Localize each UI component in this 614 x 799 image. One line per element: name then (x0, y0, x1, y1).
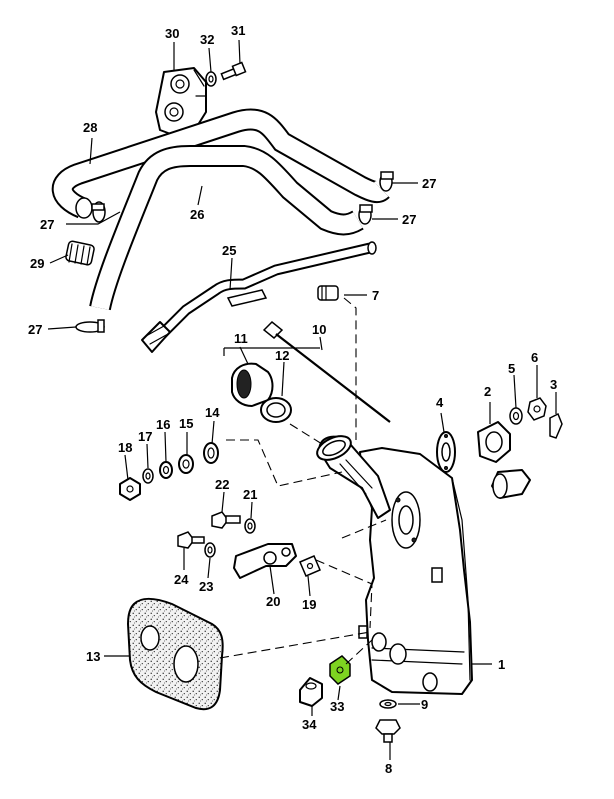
callout-31: 31 (231, 23, 245, 38)
part-4-gasket (436, 431, 456, 473)
callout-20: 20 (266, 594, 280, 609)
part-1-filler-neck (316, 435, 391, 519)
callout-12: 12 (275, 348, 289, 363)
part-34-fitting (299, 677, 323, 707)
callout-8: 8 (385, 761, 392, 776)
part-20-bracket (233, 543, 297, 579)
callout-27: 27 (402, 212, 416, 227)
callout-28: 28 (83, 120, 97, 135)
part-17-washer (142, 468, 154, 484)
callout-16: 16 (156, 417, 170, 432)
callout-9: 9 (421, 697, 428, 712)
callout-5: 5 (508, 361, 515, 376)
callout-11: 11 (234, 331, 248, 346)
callout-labels: 30 32 31 28 27 27 27 26 29 27 25 7 10 11… (28, 23, 557, 776)
callout-27: 27 (28, 322, 42, 337)
callout-27: 27 (422, 176, 436, 191)
part-26-hose (89, 145, 364, 311)
callout-29: 29 (30, 256, 44, 271)
callout-25: 25 (222, 243, 236, 258)
callout-24: 24 (174, 572, 189, 587)
part-16-washer (159, 461, 173, 479)
callout-17: 17 (138, 429, 152, 444)
callout-30: 30 (165, 26, 179, 41)
part-27-clamp (358, 204, 373, 225)
part-24-bolt (177, 531, 205, 549)
callout-34: 34 (302, 717, 317, 732)
part-9-washer (379, 699, 397, 709)
callout-15: 15 (179, 416, 193, 431)
callout-14: 14 (205, 405, 220, 420)
part-28-hose (51, 108, 390, 219)
part-3-fitting (549, 412, 563, 439)
part-14-grommet (203, 442, 219, 464)
part-31-bolt (220, 61, 247, 81)
callout-2: 2 (484, 384, 491, 399)
part-7-plug (317, 285, 339, 301)
part-27-clamp (379, 171, 394, 192)
part-15-spacer (178, 454, 194, 474)
callout-21: 21 (243, 487, 257, 502)
assembly-lines (219, 297, 387, 665)
callout-13: 13 (86, 649, 100, 664)
part-33-plug-highlighted (329, 655, 351, 685)
part-21-washer (244, 518, 256, 534)
part-27-clamp (75, 319, 105, 333)
callout-22: 22 (215, 477, 229, 492)
part-27-clamp (91, 201, 106, 223)
part-25-pipe (141, 241, 377, 353)
part-18-nut (119, 477, 141, 501)
part-2-flange (477, 421, 531, 499)
callout-7: 7 (372, 288, 379, 303)
part-6-nut (527, 397, 547, 421)
part-22-bolt (211, 511, 241, 529)
callout-3: 3 (550, 377, 557, 392)
part-8-drain-plug (375, 719, 401, 743)
callout-33: 33 (330, 699, 344, 714)
callout-6: 6 (531, 350, 538, 365)
callout-32: 32 (200, 32, 214, 47)
part-10-dipstick (262, 320, 391, 423)
part-29-sleeve (65, 240, 95, 266)
callout-18: 18 (118, 440, 132, 455)
callout-10: 10 (312, 322, 326, 337)
part-12-seal (260, 397, 292, 423)
part-5-washer (509, 407, 523, 425)
callout-4: 4 (436, 395, 444, 410)
callout-26: 26 (190, 207, 204, 222)
part-23-washer (204, 542, 216, 558)
leader-lines (47, 39, 557, 760)
callout-23: 23 (199, 579, 213, 594)
callout-1: 1 (498, 657, 505, 672)
callout-19: 19 (302, 597, 316, 612)
part-11-cap (231, 362, 274, 407)
part-32-washer (205, 71, 217, 87)
part-19-plate (299, 555, 321, 577)
part-13-insulation-pad (126, 597, 224, 711)
callout-27: 27 (40, 217, 54, 232)
